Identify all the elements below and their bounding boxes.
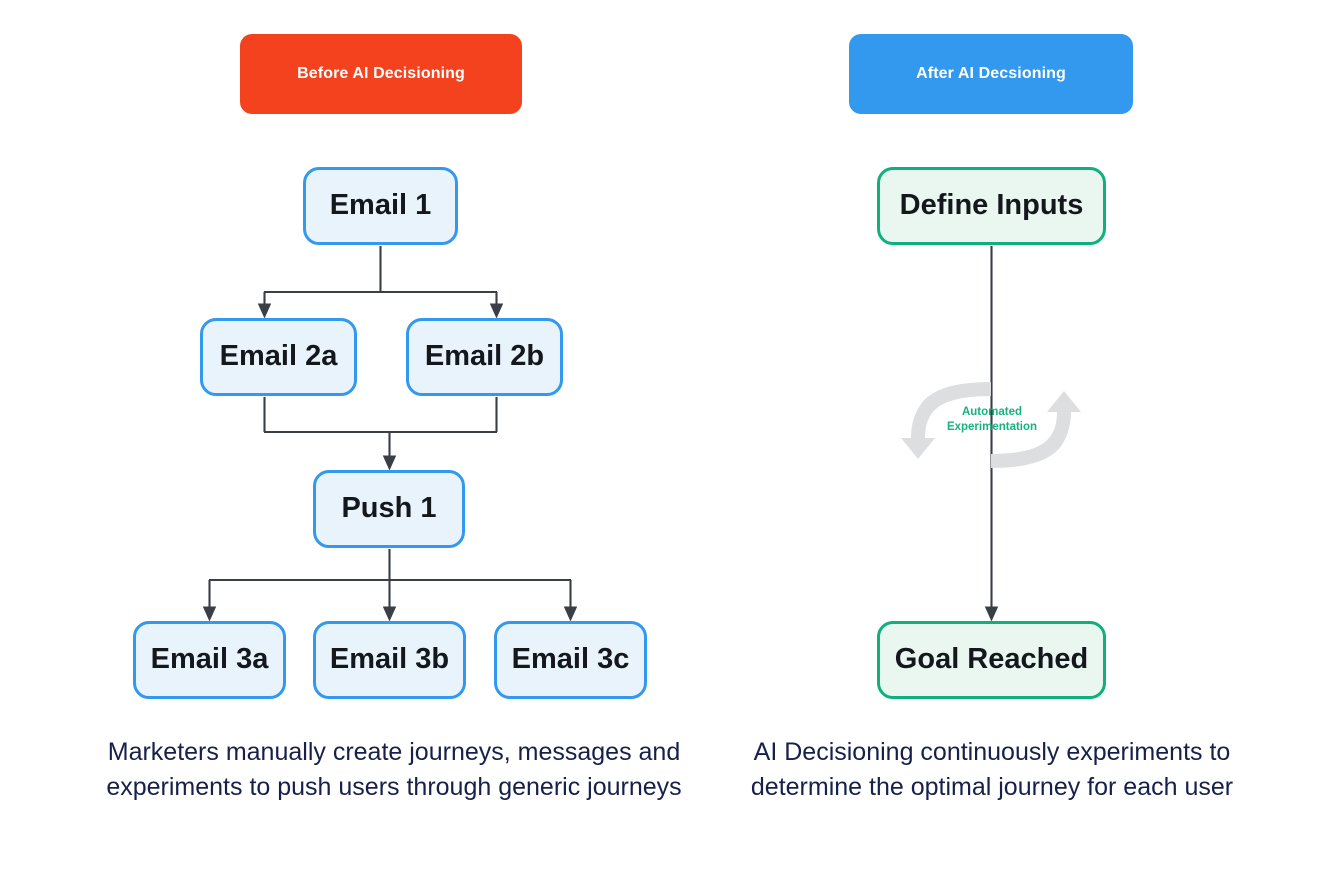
flow-node-goal-reached-label: Goal Reached [894, 643, 1089, 676]
flow-node-email-1[interactable]: Email 1 [303, 167, 458, 245]
flow-node-email-3c-label: Email 3c [511, 643, 630, 676]
flow-node-define-inputs-label: Define Inputs [899, 189, 1084, 222]
flow-node-define-inputs[interactable]: Define Inputs [877, 167, 1106, 245]
header-badge-after-label: After AI Decsioning [916, 65, 1066, 82]
flow-node-email-2a-label: Email 2a [219, 340, 338, 373]
caption-before: Marketers manually create journeys, mess… [106, 738, 682, 801]
flow-node-email-2b[interactable]: Email 2b [406, 318, 563, 396]
header-badge-before: Before AI Decisioning [240, 34, 522, 114]
flow-node-email-1-label: Email 1 [329, 189, 432, 222]
flow-node-push-1-label: Push 1 [341, 492, 437, 525]
flow-node-email-2b-label: Email 2b [424, 340, 545, 373]
flow-node-push-1[interactable]: Push 1 [313, 470, 465, 548]
flow-node-email-3c[interactable]: Email 3c [494, 621, 647, 699]
caption-after: AI Decisioning continuously experiments … [750, 738, 1234, 801]
header-badge-after: After AI Decsioning [849, 34, 1133, 114]
flow-node-email-3b[interactable]: Email 3b [313, 621, 466, 699]
automated-experimentation-label: Automated Experimentation [946, 406, 1038, 433]
flow-node-email-3b-label: Email 3b [329, 643, 450, 676]
flow-node-goal-reached[interactable]: Goal Reached [877, 621, 1106, 699]
flow-node-email-3a[interactable]: Email 3a [133, 621, 286, 699]
flow-node-email-3a-label: Email 3a [150, 643, 269, 676]
flow-node-email-2a[interactable]: Email 2a [200, 318, 357, 396]
header-badge-before-label: Before AI Decisioning [297, 65, 465, 82]
